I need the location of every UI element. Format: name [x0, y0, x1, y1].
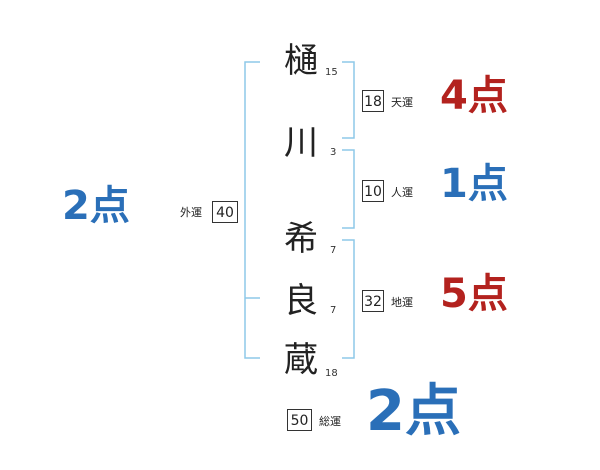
tenun-bracket	[342, 61, 355, 139]
jinun-score: 1点	[440, 161, 508, 207]
gaiun-label: 外運	[180, 206, 202, 219]
gaiun-value-box: 40	[212, 201, 238, 223]
chiun-value-box: 32	[362, 290, 384, 312]
jinun-bracket	[342, 149, 355, 229]
tenun-score: 4点	[440, 73, 508, 119]
jinun-value-box: 10	[362, 180, 384, 202]
gaiun-score: 2点	[62, 183, 130, 229]
souun-label: 総運	[319, 415, 341, 428]
tenun-label: 天運	[391, 96, 413, 109]
name-char-2: 川	[284, 123, 318, 163]
name-char-5: 蔵	[284, 340, 318, 380]
chiun-bracket	[342, 239, 355, 359]
souun-score: 2点	[366, 379, 461, 444]
name-char-4: 良	[284, 281, 318, 321]
stroke-count-3: 7	[330, 245, 337, 256]
outer-bracket	[244, 61, 260, 359]
stroke-count-4: 7	[330, 305, 337, 316]
chiun-score: 5点	[440, 271, 508, 317]
jinun-label: 人運	[391, 186, 413, 199]
souun-value-box: 50	[287, 409, 312, 431]
tenun-value-box: 18	[362, 90, 384, 112]
name-char-3: 希	[284, 219, 318, 259]
name-char-1: 樋	[284, 41, 318, 81]
chiun-label: 地運	[391, 296, 413, 309]
stroke-count-5: 18	[325, 368, 338, 379]
stroke-count-1: 15	[325, 67, 338, 78]
stroke-count-2: 3	[330, 147, 337, 158]
